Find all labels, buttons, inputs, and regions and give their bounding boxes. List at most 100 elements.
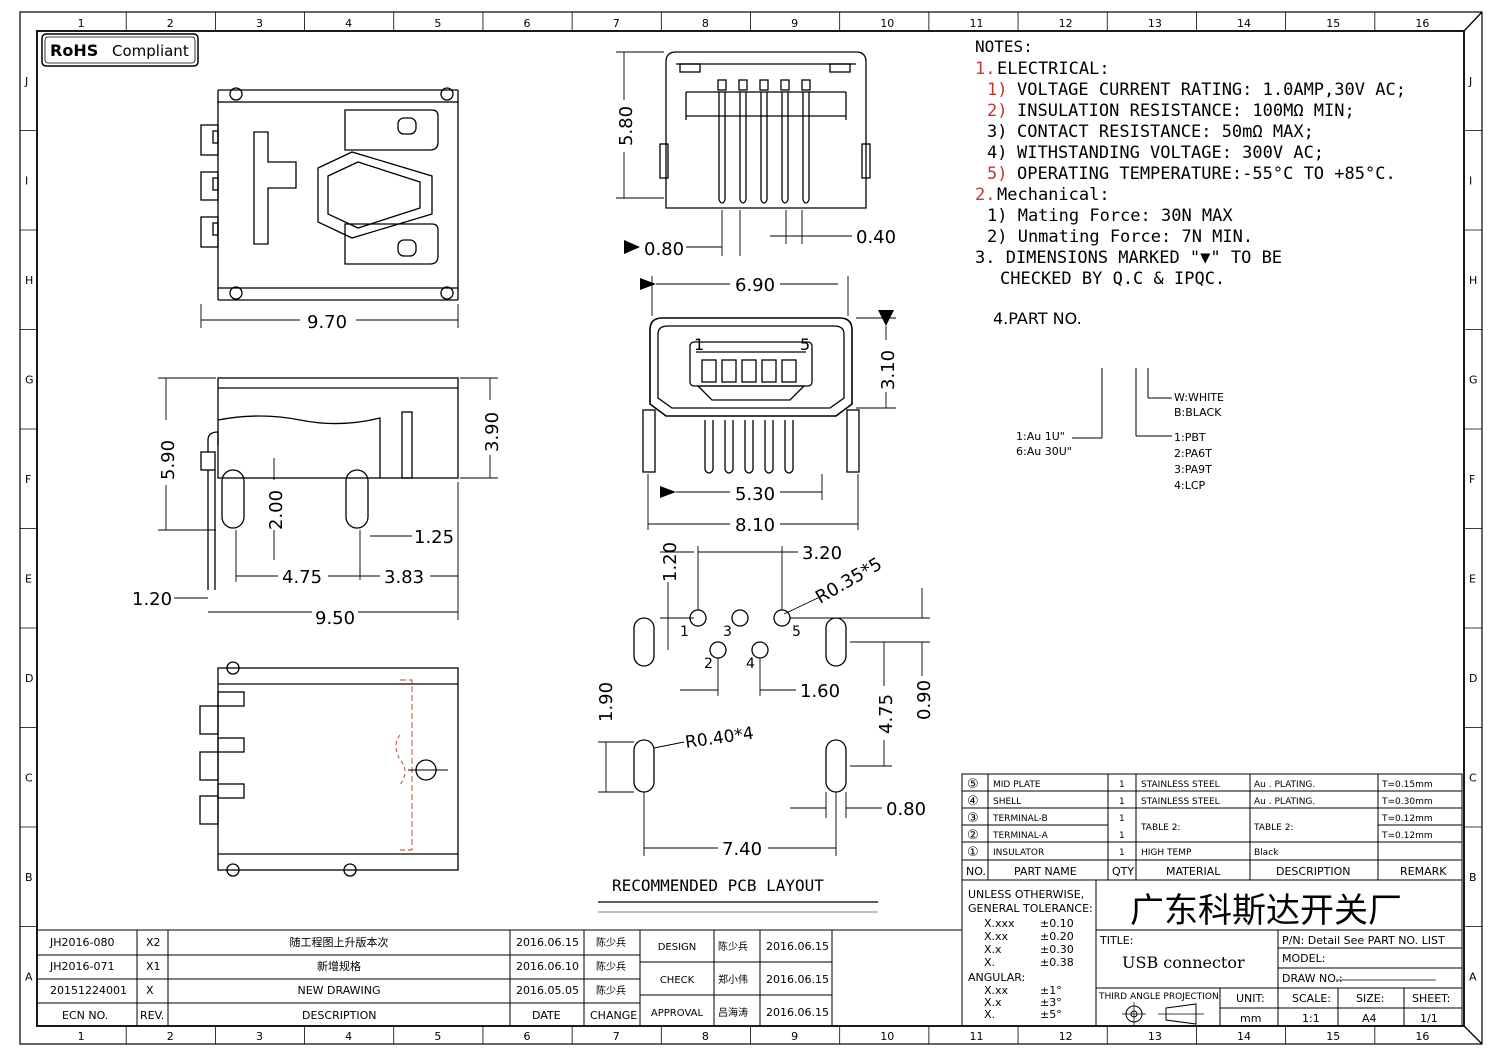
front-pin-tip <box>802 199 810 204</box>
plating-6: 6:Au 30U" <box>1016 445 1072 458</box>
part-no-tree: 1:Au 1U" 6:Au 30U" W:WHITE B:BLACK 1:PBT… <box>1016 368 1224 492</box>
dim-side-slot: 1.25 <box>414 527 454 548</box>
notes-e3: CONTACT RESISTANCE: 50mΩ MAX; <box>1017 122 1314 142</box>
pn-text: P/N: Detail See PART NO. LIST <box>1282 934 1445 947</box>
col-label-top: 2 <box>167 17 174 30</box>
col-label-bottom: 9 <box>791 1030 798 1043</box>
col-label-top: 14 <box>1237 17 1251 30</box>
tol-ang-value: ±1° <box>1040 984 1062 997</box>
scale-label: SCALE: <box>1292 992 1331 1005</box>
rev-h-desc: DESCRIPTION <box>302 1009 376 1022</box>
notes-item4: 4.PART NO. <box>993 309 1082 328</box>
sheet-value: 1/1 <box>1420 1012 1438 1025</box>
tol-value: ±0.30 <box>1040 943 1074 956</box>
col-label-bottom: 12 <box>1059 1030 1073 1043</box>
dim-pcb-c: 1.60 <box>800 681 840 702</box>
col-label-bottom: 2 <box>167 1030 174 1043</box>
approval-name: 陈少兵 <box>718 940 748 953</box>
rev-h-date: DATE <box>532 1009 561 1022</box>
dim-pcb-g: 0.80 <box>886 799 926 820</box>
bom-remark: T=0.12mm <box>1381 814 1433 824</box>
notes-e4: WITHSTANDING VOLTAGE: 300V AC; <box>1017 143 1324 163</box>
col-label-bottom: 4 <box>345 1030 352 1043</box>
dim-pcb-r2: R0.40*4 <box>684 724 755 753</box>
notes-elec-num: 1. <box>975 59 995 79</box>
col-label-bottom: 8 <box>702 1030 709 1043</box>
approval-date: 2016.06.15 <box>766 1006 829 1019</box>
pcb-pin-5: 5 <box>792 624 801 640</box>
tol-title2: GENERAL TOLERANCE: <box>968 902 1093 915</box>
notes-item3-line1: 3. DIMENSIONS MARKED "▼" TO BE <box>975 248 1282 268</box>
dim-pcb-h: 7.40 <box>722 839 762 860</box>
dim-face-inner: 5.30 <box>735 484 775 505</box>
bom-desc: Au . PLATING. <box>1254 780 1315 790</box>
tol-ang-value: ±5° <box>1040 1008 1062 1021</box>
notes-m2: 2) Unmating Force: 7N MIN. <box>987 227 1253 247</box>
dim-face-height: 3.10 <box>878 350 899 390</box>
unit-label: UNIT: <box>1236 992 1265 1005</box>
dim-side-pitch-a: 4.75 <box>282 567 322 588</box>
col-label-top: 12 <box>1059 17 1073 30</box>
col-label-top: 4 <box>345 17 352 30</box>
col-label-top: 5 <box>434 17 441 30</box>
col-label-bottom: 13 <box>1148 1030 1162 1043</box>
col-label-bottom: 1 <box>78 1030 85 1043</box>
rev-date: 2016.06.15 <box>516 936 579 949</box>
tol-key: X.x <box>984 943 1002 956</box>
bom-material: HIGH TEMP <box>1141 848 1192 858</box>
bom-material: STAINLESS STEEL <box>1141 797 1220 807</box>
tol-ang-value: ±3° <box>1040 996 1062 1009</box>
unit-value: mm <box>1240 1012 1261 1025</box>
tol-value: ±0.38 <box>1040 956 1074 969</box>
tol-title1: UNLESS OTHERWISE, <box>968 888 1084 901</box>
notes: NOTES: 1. ELECTRICAL: 1) VOLTAGE CURRENT… <box>975 37 1406 328</box>
dim-pcb-b: 3.20 <box>802 543 842 564</box>
dim-top-width: 9.70 <box>307 312 347 333</box>
row-label-right: G <box>1469 373 1478 386</box>
dim-side-pin-offset: 1.20 <box>132 589 172 610</box>
projection-symbol-icon <box>1122 1002 1204 1026</box>
notes-e5: OPERATING TEMPERATURE:-55°C TO +85°C. <box>1017 164 1396 184</box>
row-label-left: J <box>24 75 28 88</box>
row-label-right: B <box>1469 871 1477 884</box>
face-slot <box>701 359 717 383</box>
projection-text: THIRD ANGLE PROJECTION <box>1098 992 1219 1002</box>
bom-h-remark: REMARK <box>1400 865 1447 878</box>
material-1: 1:PBT <box>1174 431 1206 444</box>
rev-ecn: 20151224001 <box>50 984 127 997</box>
rev-change: 陈少兵 <box>596 960 626 973</box>
approval-date: 2016.06.15 <box>766 940 829 953</box>
bom-desc: TABLE 2: <box>1253 823 1293 833</box>
row-label-right: I <box>1469 174 1472 187</box>
col-label-top: 3 <box>256 17 263 30</box>
front-pin-head <box>717 79 727 91</box>
row-label-right: J <box>1468 75 1472 88</box>
dim-front-pin-w: 0.80 <box>644 239 684 260</box>
plating-1: 1:Au 1U" <box>1016 430 1065 443</box>
dim-side-height2: 3.90 <box>482 412 503 452</box>
face-view: 1 5 6.90 3.10 5.30 8.10 <box>640 275 899 536</box>
face-pin-last: 5 <box>800 335 810 354</box>
col-label-top: 9 <box>791 17 798 30</box>
bom-h-no: NO. <box>966 865 986 878</box>
bom-desc: Au . PLATING. <box>1254 797 1315 807</box>
bom-no: ⑤ <box>967 777 979 792</box>
dim-side-pinlen: 2.00 <box>266 490 287 530</box>
face-pin-first: 1 <box>694 335 704 354</box>
sheet-label: SHEET: <box>1412 992 1450 1005</box>
row-label-right: D <box>1469 672 1477 685</box>
scale-value: 1:1 <box>1302 1012 1320 1025</box>
dim-front-height: 5.80 <box>616 106 637 146</box>
face-slot <box>721 359 737 383</box>
row-label-left: D <box>25 672 33 685</box>
col-label-top: 10 <box>880 17 894 30</box>
notes-e1: VOLTAGE CURRENT RATING: 1.0AMP,30V AC; <box>1017 80 1406 100</box>
bom-part: TERMINAL-A <box>992 831 1049 841</box>
col-label-top: 1 <box>78 17 85 30</box>
approval-label: DESIGN <box>658 942 697 953</box>
rev-ecn: JH2016-080 <box>49 936 114 949</box>
rev-desc: NEW DRAWING <box>297 984 380 997</box>
tol-ang-key: X.x <box>984 996 1002 1009</box>
pcb-layout: 1 2 3 4 5 1.20 3.20 R0.35*5 1.60 0.90 4. <box>596 542 935 913</box>
